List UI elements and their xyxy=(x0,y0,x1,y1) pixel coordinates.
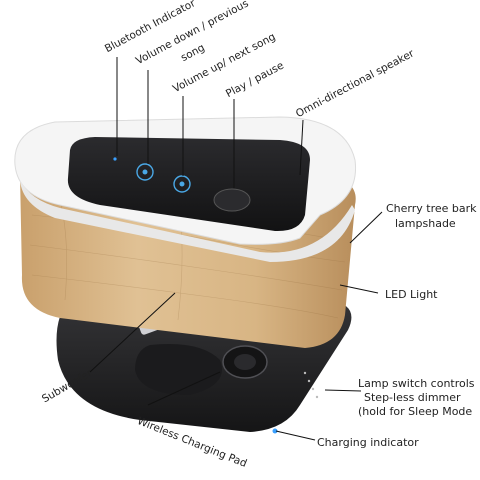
play-pause-button xyxy=(213,188,251,212)
label-led-light: LED Light xyxy=(385,288,438,301)
label-charging-indicator: Charging indicator xyxy=(317,436,419,449)
volume-down-button xyxy=(136,163,154,181)
callout-lines xyxy=(89,57,383,441)
label-lamp-switch: Lamp switch controls xyxy=(358,377,475,390)
charging-indicator-light xyxy=(272,428,278,434)
volume-up-button xyxy=(173,175,191,193)
dimmer-dots xyxy=(303,371,319,399)
label-lampshade-line1: Cherry tree bark xyxy=(386,202,477,215)
bluetooth-led xyxy=(113,157,117,161)
control-panel xyxy=(67,137,310,232)
label-sleep-mode: (hold for Sleep Mode xyxy=(358,405,473,418)
label-stepless-dimmer: Step-less dimmer xyxy=(364,391,461,404)
label-lampshade-line2: lampshade xyxy=(395,217,456,230)
